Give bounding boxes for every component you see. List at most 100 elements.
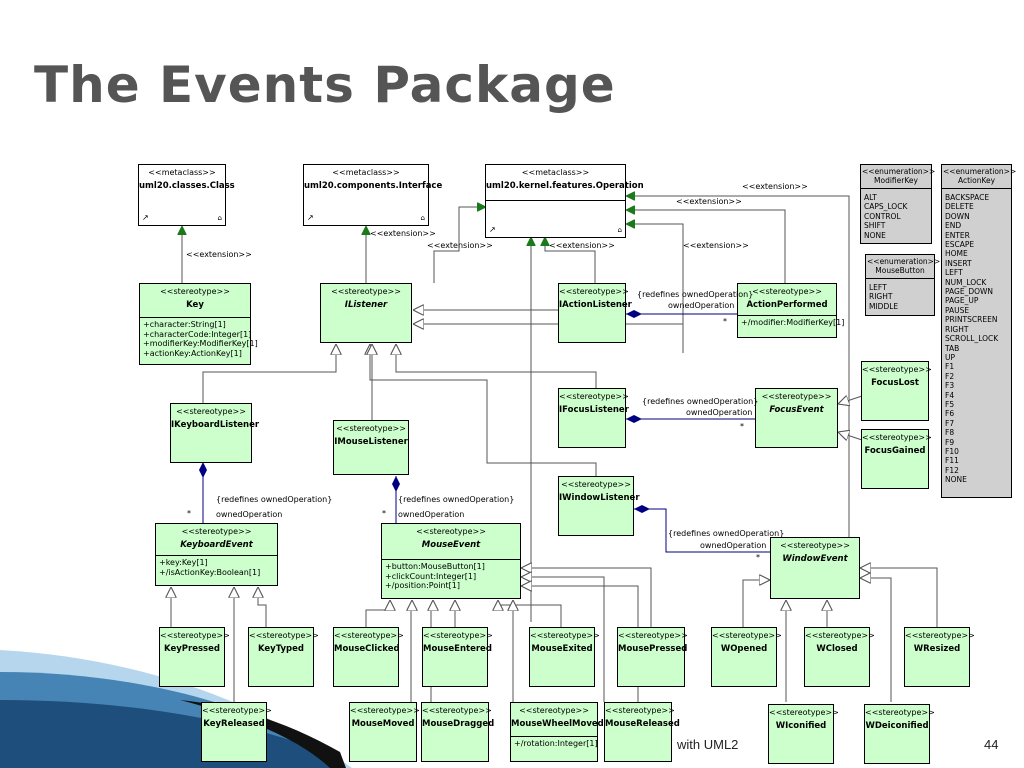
enum-values: ALT CAPS_LOCK CONTROL SHIFT NONE <box>864 193 908 240</box>
class-mousewheelmoved[interactable]: <<stereotype>>MouseWheelMoved +/rotation… <box>510 702 604 762</box>
class-keyboardevent[interactable]: <<stereotype>> KeyboardEvent +key:Key[1] … <box>155 523 278 586</box>
class-attributes: +/rotation:Integer[1] <box>511 736 598 751</box>
class-name: KeyPressed <box>164 644 220 654</box>
class-attributes: +key:Key[1] +/isActionKey:Boolean[1] <box>156 555 277 579</box>
redefines-label: {redefines ownedOperation} <box>642 397 759 406</box>
class-name: MouseClicked <box>334 644 400 654</box>
class-name: WindowEvent <box>782 554 848 564</box>
enum-name: MouseButton <box>875 266 925 275</box>
arrow-icon: ↗ <box>489 225 496 234</box>
class-focuslost[interactable]: <<stereotype>>FocusLost <box>861 361 932 421</box>
redefines-label: {redefines ownedOperation} <box>637 290 754 299</box>
class-mouseevent[interactable]: <<stereotype>> MouseEvent +button:MouseBu… <box>381 523 521 599</box>
class-name: MouseEvent <box>421 540 481 550</box>
metaclass-name: uml20.classes.Class <box>139 181 235 191</box>
multiplicity-label: * <box>756 553 760 562</box>
class-attributes: +/modifier:ModifierKey[1] <box>738 315 844 330</box>
class-name: KeyTyped <box>257 644 304 654</box>
stereotype-label: <<stereotype>> <box>176 407 246 416</box>
stereotype-label: <<stereotype>> <box>423 631 493 640</box>
class-key[interactable]: <<stereotype>>Key +character:String[1] +… <box>139 283 258 365</box>
class-name: IWindowListener <box>559 493 640 503</box>
class-mousedragged[interactable]: <<stereotype>>MouseDragged <box>421 702 494 762</box>
class-wopened[interactable]: <<stereotype>> WOpened <box>711 627 782 687</box>
class-iactionlistener[interactable]: <<stereotype>>IActionListener <box>558 283 632 343</box>
class-name: WOpened <box>720 644 768 654</box>
extension-label: <<extension>> <box>676 197 742 206</box>
enum-name: ActionKey <box>957 176 996 185</box>
metaclass-name: uml20.components.Interface <box>304 181 443 191</box>
class-keypressed[interactable]: <<stereotype>>KeyPressed <box>159 627 230 687</box>
class-name: MouseExited <box>531 644 593 654</box>
metaclass-interface[interactable]: <<metaclass>> uml20.components.Interface… <box>303 164 443 226</box>
class-attributes: +button:MouseButton[1] +clickCount:Integ… <box>382 559 520 593</box>
class-ikeyboardlistener[interactable]: <<stereotype>>IKeyboardListener <box>170 403 259 463</box>
class-ilistener[interactable]: <<stereotype>>IListener <box>320 283 412 343</box>
stereotype-label: <<stereotype>> <box>334 631 404 640</box>
stereotype-label: <<stereotype>> <box>862 365 932 374</box>
stereotype-label: <<stereotype>> <box>561 480 631 489</box>
stereotype-label: <<stereotype>> <box>905 631 975 640</box>
stereotype-label: <<stereotype>> <box>530 631 600 640</box>
stereotype-label: <<stereotype>> <box>181 527 252 536</box>
extension-label: <<extension>> <box>370 229 436 238</box>
class-mouseexited[interactable]: <<stereotype>> MouseExited <box>529 627 600 687</box>
class-wclosed[interactable]: <<stereotype>> WClosed <box>804 627 875 687</box>
enum-modifier-key[interactable]: <<enumeration>>ModifierKey ALT CAPS_LOCK… <box>860 164 935 244</box>
class-wiconified[interactable]: <<stereotype>>WIconified <box>768 704 839 764</box>
class-focusevent[interactable]: <<stereotype>>FocusEvent <box>755 388 838 448</box>
class-name: MouseReleased <box>605 719 680 729</box>
enum-values: LEFT RIGHT MIDDLE <box>869 283 899 311</box>
stereotype-label: <<stereotype>> <box>336 424 406 433</box>
owned-operation-label: ownedOperation <box>216 510 283 519</box>
class-iwindowlistener[interactable]: <<stereotype>> IWindowListener <box>558 476 640 536</box>
owned-operation-label: ownedOperation <box>398 510 465 519</box>
class-keytyped[interactable]: <<stereotype>>KeyTyped <box>248 627 319 687</box>
class-wdeiconified[interactable]: <<stereotype>>WDeiconified <box>864 704 935 764</box>
extension-label: <<extension>> <box>186 250 252 259</box>
extension-label: <<extension>> <box>742 182 808 191</box>
page-number: 44 <box>984 737 999 752</box>
arrow-icon: ↗ <box>142 213 149 222</box>
redefines-label: {redefines ownedOperation} <box>398 495 515 504</box>
class-ifocuslistener[interactable]: <<stereotype>>IFocusListener <box>558 388 629 448</box>
stereotype-label: <<stereotype>> <box>805 631 875 640</box>
lock-icon: ⌂ <box>617 226 622 234</box>
metaclass-class[interactable]: <<metaclass>> uml20.classes.Class ↗ ⌂ <box>138 164 235 226</box>
class-mouseclicked[interactable]: <<stereotype>> MouseClicked <box>333 627 404 687</box>
stereotype-label: <<stereotype>> <box>712 631 782 640</box>
arrow-icon: ↗ <box>307 213 314 222</box>
stereotype-label: <<stereotype>> <box>559 287 629 296</box>
owned-operation-label: ownedOperation <box>668 301 735 310</box>
enum-stereotype: <<enumeration>> <box>943 167 1017 176</box>
multiplicity-label: * <box>187 509 191 518</box>
class-mousepressed[interactable]: <<stereotype>>MousePressed <box>617 627 688 687</box>
stereotype-label: <<stereotype>> <box>160 287 230 296</box>
class-name: WDeiconified <box>865 721 929 731</box>
stereotype-label: <<stereotype>> <box>202 706 272 715</box>
metaclass-operation[interactable]: <<metaclass>> uml20.kernel.features.Oper… <box>485 164 644 238</box>
stereotype-label: <<stereotype>> <box>350 706 420 715</box>
stereotype-label: <<stereotype>> <box>331 287 401 296</box>
lock-icon: ⌂ <box>217 214 222 222</box>
class-mousemoved[interactable]: <<stereotype>>MouseMoved <box>349 702 420 762</box>
class-mouseentered[interactable]: <<stereotype>>MouseEntered <box>422 627 493 687</box>
class-mousereleased[interactable]: <<stereotype>> MouseReleased <box>604 702 680 762</box>
class-keyreleased[interactable]: <<stereotype>>KeyReleased <box>201 702 272 762</box>
enum-mouse-button[interactable]: <<enumeration>>MouseButton LEFT RIGHT MI… <box>865 254 940 316</box>
class-name: KeyboardEvent <box>180 540 253 550</box>
stereotype-label: <<stereotype>> <box>780 541 850 550</box>
class-name: WClosed <box>816 644 858 654</box>
stereotype-label: <<stereotype>> <box>422 706 492 715</box>
stereotype-label: <<stereotype>> <box>605 706 675 715</box>
enum-action-key[interactable]: <<enumeration>>ActionKey BACKSPACE DELET… <box>941 164 1016 498</box>
class-actionperformed[interactable]: <<stereotype>>ActionPerformed +/modifier… <box>737 283 844 338</box>
stereotype-label: <<stereotype>> <box>519 706 589 715</box>
stereotype-label: <<stereotype>> <box>769 708 839 717</box>
class-imouselistener[interactable]: <<stereotype>>IMouseListener <box>333 420 409 475</box>
class-wresized[interactable]: <<stereotype>> WResized <box>904 627 975 687</box>
class-name: WResized <box>913 644 961 654</box>
class-windowevent[interactable]: <<stereotype>> WindowEvent <box>770 537 860 599</box>
stereotype-label: <<stereotype>> <box>416 527 486 536</box>
class-focusgained[interactable]: <<stereotype>>FocusGained <box>861 429 932 489</box>
